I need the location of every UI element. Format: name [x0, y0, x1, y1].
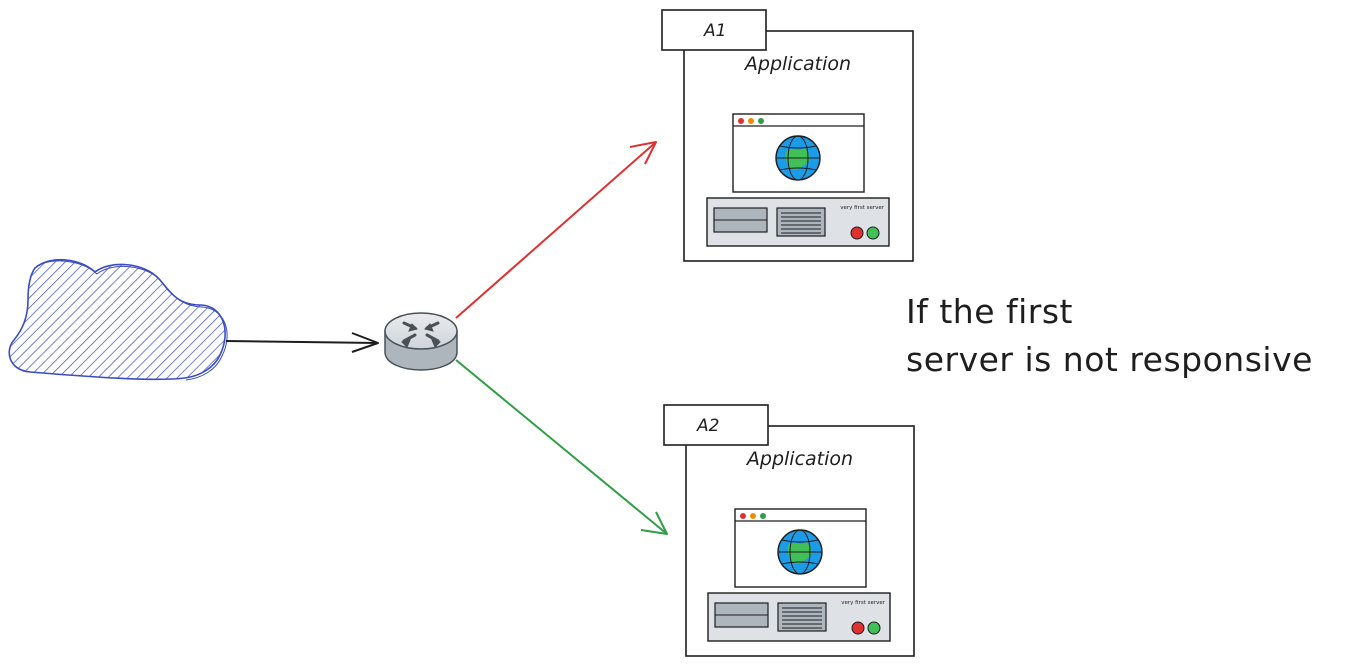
- server-a2: A2 Application: [663, 404, 915, 657]
- server-a1-caption: very first server: [840, 205, 885, 211]
- arrow-router-to-a2: [455, 359, 668, 535]
- failover-note-line-2: server is not responsive: [906, 340, 1313, 379]
- rack-server-icon: very first server: [707, 592, 891, 642]
- server-a2-caption: very first server: [841, 600, 886, 606]
- server-a1-tag: [661, 9, 767, 51]
- server-a2-title: Application: [745, 448, 853, 470]
- internet-cloud-icon: [8, 258, 228, 381]
- browser-window-icon: [734, 508, 867, 588]
- arrow-cloud-to-router: [225, 332, 379, 353]
- server-a1: A1 Application: [661, 9, 914, 262]
- globe-icon: [775, 135, 821, 181]
- server-a1-title: Application: [743, 53, 851, 75]
- failover-note-line-1: If the first: [906, 292, 1073, 331]
- globe-icon: [777, 529, 823, 575]
- arrow-router-to-a1: [455, 141, 657, 319]
- failover-note: If the first server is not responsive: [906, 288, 1313, 384]
- rack-server-icon: very first server: [706, 197, 890, 247]
- browser-window-icon: [732, 113, 865, 193]
- server-a1-label: A1: [703, 21, 726, 41]
- router-icon: [384, 312, 458, 371]
- server-a2-tag: [663, 404, 769, 446]
- server-a2-label: A2: [696, 416, 719, 436]
